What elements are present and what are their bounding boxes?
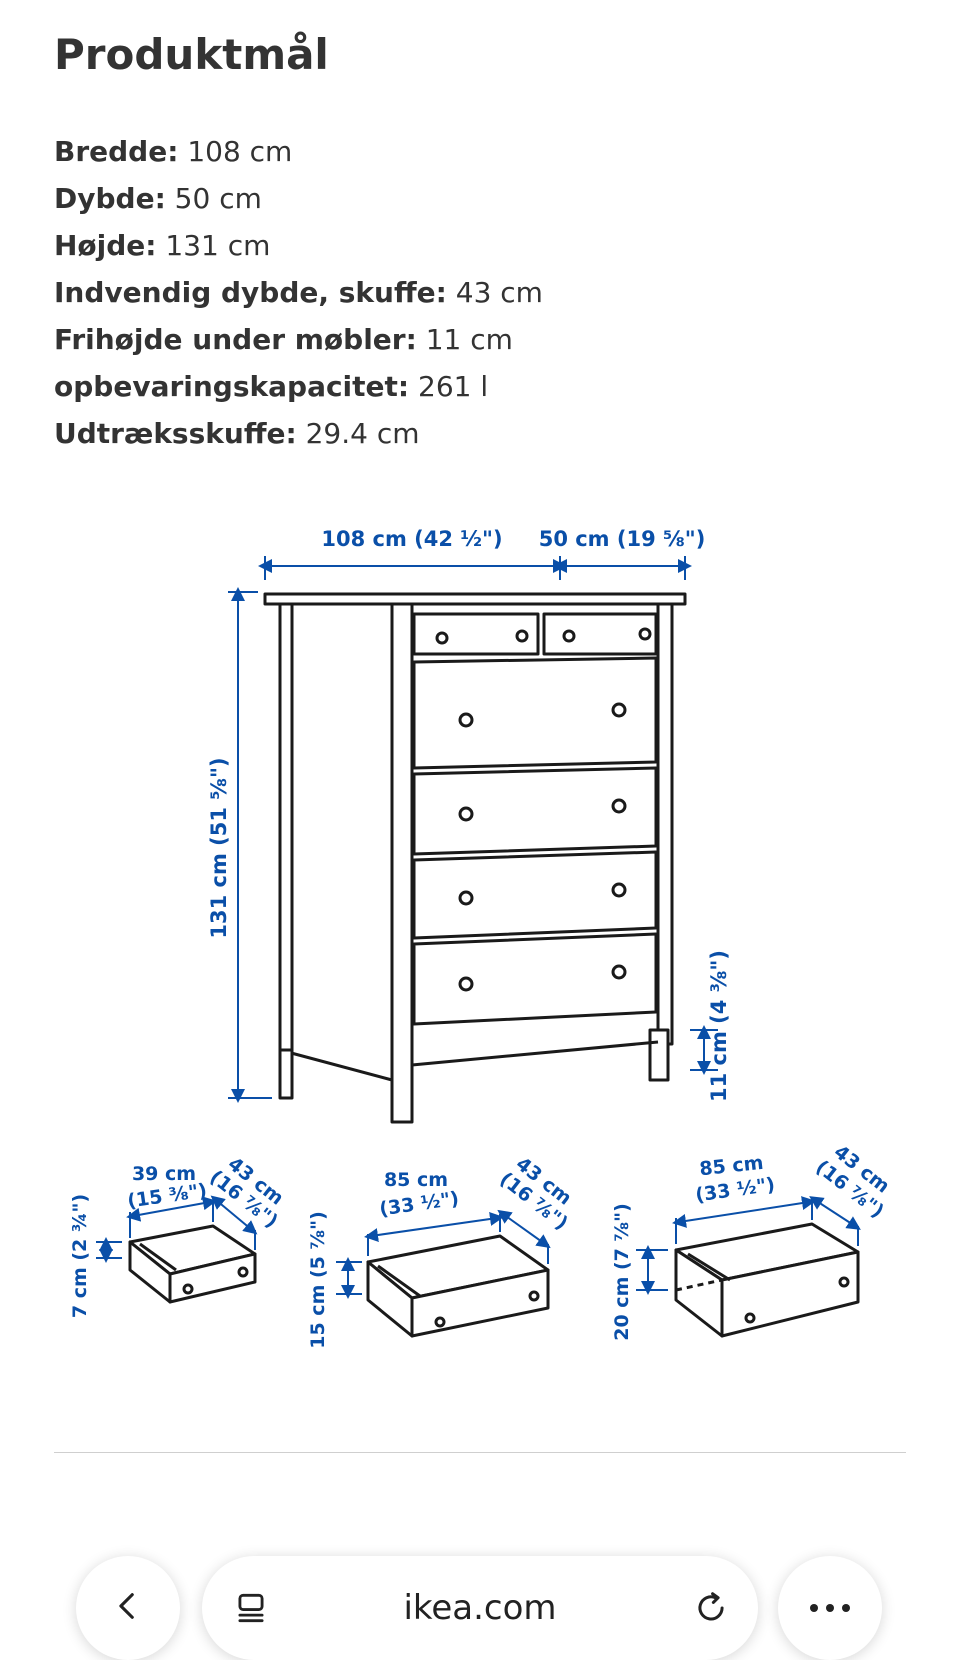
section-divider	[54, 1452, 906, 1453]
height-dimension-label: 131 cm (51 ⅝")	[207, 757, 231, 938]
drawer-medium-illustration	[366, 1234, 550, 1338]
spec-label: opbevaringskapacitet:	[54, 370, 410, 403]
spec-label: Indvendig dybde, skuffe:	[54, 276, 447, 309]
spec-value: 11 cm	[416, 323, 513, 356]
spec-label: Bredde:	[54, 135, 179, 168]
spec-label: Dybde:	[54, 182, 166, 215]
dresser-illustration	[263, 592, 687, 1124]
width-dimension-label: 108 cm (42 ½")	[321, 527, 502, 551]
drawer-small-width-label: 39 cm	[132, 1163, 196, 1185]
domain-label: ikea.com	[403, 1588, 557, 1628]
drawer-large-height-label: 20 cm (7 ⅞")	[611, 1203, 633, 1341]
spec-value: 108 cm	[178, 135, 293, 168]
depth-dimension-label: 50 cm (19 ⅝")	[539, 527, 706, 551]
tabs-icon[interactable]	[232, 1589, 270, 1631]
spec-height: Højde: 131 cm	[54, 222, 543, 269]
more-icon	[808, 1599, 852, 1618]
spec-label: Højde:	[54, 229, 157, 262]
spec-value: 261 l	[409, 370, 489, 403]
drawer-large-illustration	[674, 1222, 860, 1338]
spec-value: 29.4 cm	[296, 417, 420, 450]
address-bar[interactable]: ikea.com	[202, 1556, 758, 1660]
dimension-diagram: 108 cm (42 ½") 50 cm (19 ⅝") 131 cm (51 …	[69, 527, 894, 1349]
drawer-medium-width-label: 85 cm	[384, 1169, 448, 1191]
drawer-small-illustration	[128, 1224, 257, 1304]
page-title: Produktmål	[54, 30, 329, 79]
spec-list: Bredde: 108 cm Dybde: 50 cm Højde: 131 c…	[54, 128, 543, 457]
drawer-medium-height-label: 15 cm (5 ⅞")	[307, 1211, 329, 1349]
spec-label: Frihøjde under møbler:	[54, 323, 417, 356]
drawer-knobs	[435, 627, 652, 992]
spec-value: 43 cm	[446, 276, 543, 309]
more-button[interactable]	[778, 1556, 882, 1660]
browser-toolbar: ikea.com	[0, 1548, 960, 1660]
back-button[interactable]	[76, 1556, 180, 1660]
drawer-small-height-label: 7 cm (2 ¾")	[69, 1194, 91, 1318]
spec-clearance: Frihøjde under møbler: 11 cm	[54, 316, 543, 363]
drawer-medium-width-in-label: (33 ½")	[378, 1188, 460, 1221]
spec-label: Udtræksskuffe:	[54, 417, 297, 450]
spec-value: 50 cm	[165, 182, 262, 215]
chevron-left-icon	[111, 1589, 145, 1627]
clearance-dimension-label: 11 cm (4 ⅜")	[707, 950, 731, 1102]
spec-depth: Dybde: 50 cm	[54, 175, 543, 222]
spec-width: Bredde: 108 cm	[54, 128, 543, 175]
spec-capacity: opbevaringskapacitet: 261 l	[54, 363, 543, 410]
spec-drawer: Udtræksskuffe: 29.4 cm	[54, 410, 543, 457]
reload-icon[interactable]	[692, 1589, 730, 1631]
spec-value: 131 cm	[156, 229, 271, 262]
spec-drawer-depth: Indvendig dybde, skuffe: 43 cm	[54, 269, 543, 316]
